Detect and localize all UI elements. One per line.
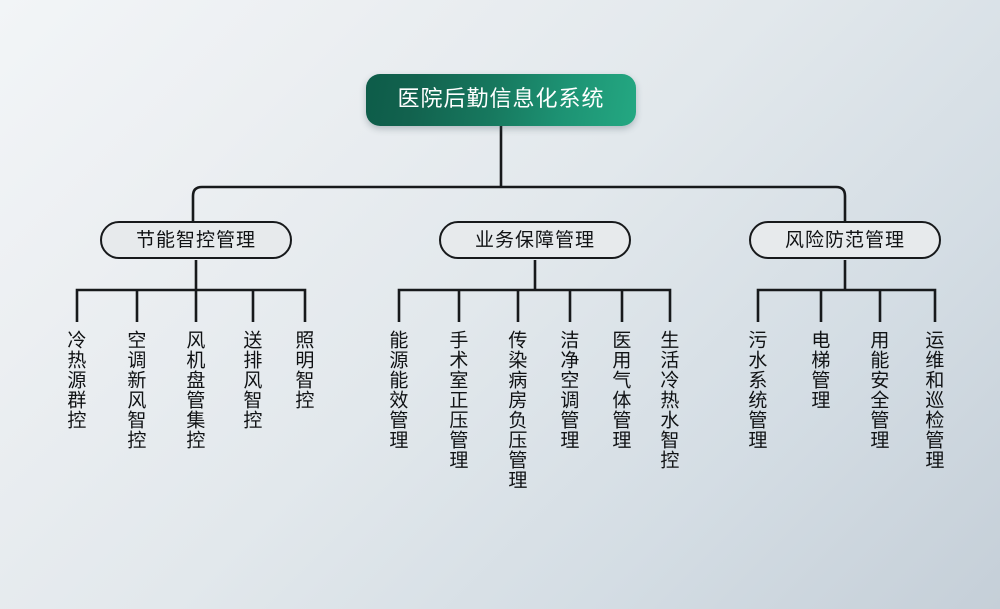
leaf-node-label: 用能安全管理 (867, 330, 890, 450)
leaf-node-label: 污水系统管理 (745, 330, 768, 450)
leaf-node-label: 电梯管理 (808, 330, 831, 410)
leaf-node[interactable]: 传染病房负压管理 (505, 330, 531, 490)
leaf-node-label: 空调新风智控 (124, 330, 147, 450)
leaf-node-label: 风机盘管集控 (183, 330, 206, 450)
leaf-node-label: 手术室正压管理 (446, 330, 469, 470)
leaf-node[interactable]: 医用气体管理 (609, 330, 635, 450)
leaf-node-label: 生活冷热水智控 (657, 330, 680, 470)
leaf-node-label: 医用气体管理 (609, 330, 632, 450)
branch-node-label: 业务保障管理 (474, 228, 595, 251)
group3-bus (756, 288, 937, 322)
leaf-node[interactable]: 污水系统管理 (745, 330, 771, 450)
leaf-node[interactable]: 洁净空调管理 (557, 330, 583, 450)
leaf-node[interactable]: 手术室正压管理 (446, 330, 472, 470)
root-node-label: 医院后勤信息化系统 (397, 87, 605, 112)
leaf-node-label: 洁净空调管理 (557, 330, 580, 450)
leaf-node[interactable]: 风机盘管集控 (183, 330, 209, 450)
branch-node-label: 风险防范管理 (784, 228, 905, 251)
group1-bus (75, 288, 307, 322)
leaf-node-label: 传染病房负压管理 (505, 330, 528, 490)
leaf-node[interactable]: 运维和巡检管理 (922, 330, 948, 470)
leaf-node[interactable]: 用能安全管理 (867, 330, 893, 450)
leaf-node[interactable]: 生活冷热水智控 (657, 330, 683, 470)
leaf-node-label: 冷热源群控 (64, 330, 87, 430)
leaf-node[interactable]: 能源能效管理 (386, 330, 412, 450)
leaf-node[interactable]: 照明智控 (292, 330, 318, 410)
branch-node-risk-prevention[interactable]: 风险防范管理 (749, 221, 941, 259)
leaf-node[interactable]: 冷热源群控 (64, 330, 90, 430)
leaf-node-label: 能源能效管理 (386, 330, 409, 450)
root-node[interactable]: 医院后勤信息化系统 (366, 74, 636, 126)
leaf-node-label: 运维和巡检管理 (922, 330, 945, 470)
branch-node-business-support[interactable]: 业务保障管理 (439, 221, 631, 259)
leaf-node[interactable]: 送排风智控 (240, 330, 266, 430)
branch-node-label: 节能智控管理 (135, 228, 256, 251)
leaf-node[interactable]: 电梯管理 (808, 330, 834, 410)
leaf-node[interactable]: 空调新风智控 (124, 330, 150, 450)
leaf-node-label: 照明智控 (292, 330, 315, 410)
leaf-node-label: 送排风智控 (240, 330, 263, 430)
main-bus (191, 185, 847, 222)
group2-bus (397, 288, 672, 322)
branch-node-energy-control[interactable]: 节能智控管理 (100, 221, 292, 259)
